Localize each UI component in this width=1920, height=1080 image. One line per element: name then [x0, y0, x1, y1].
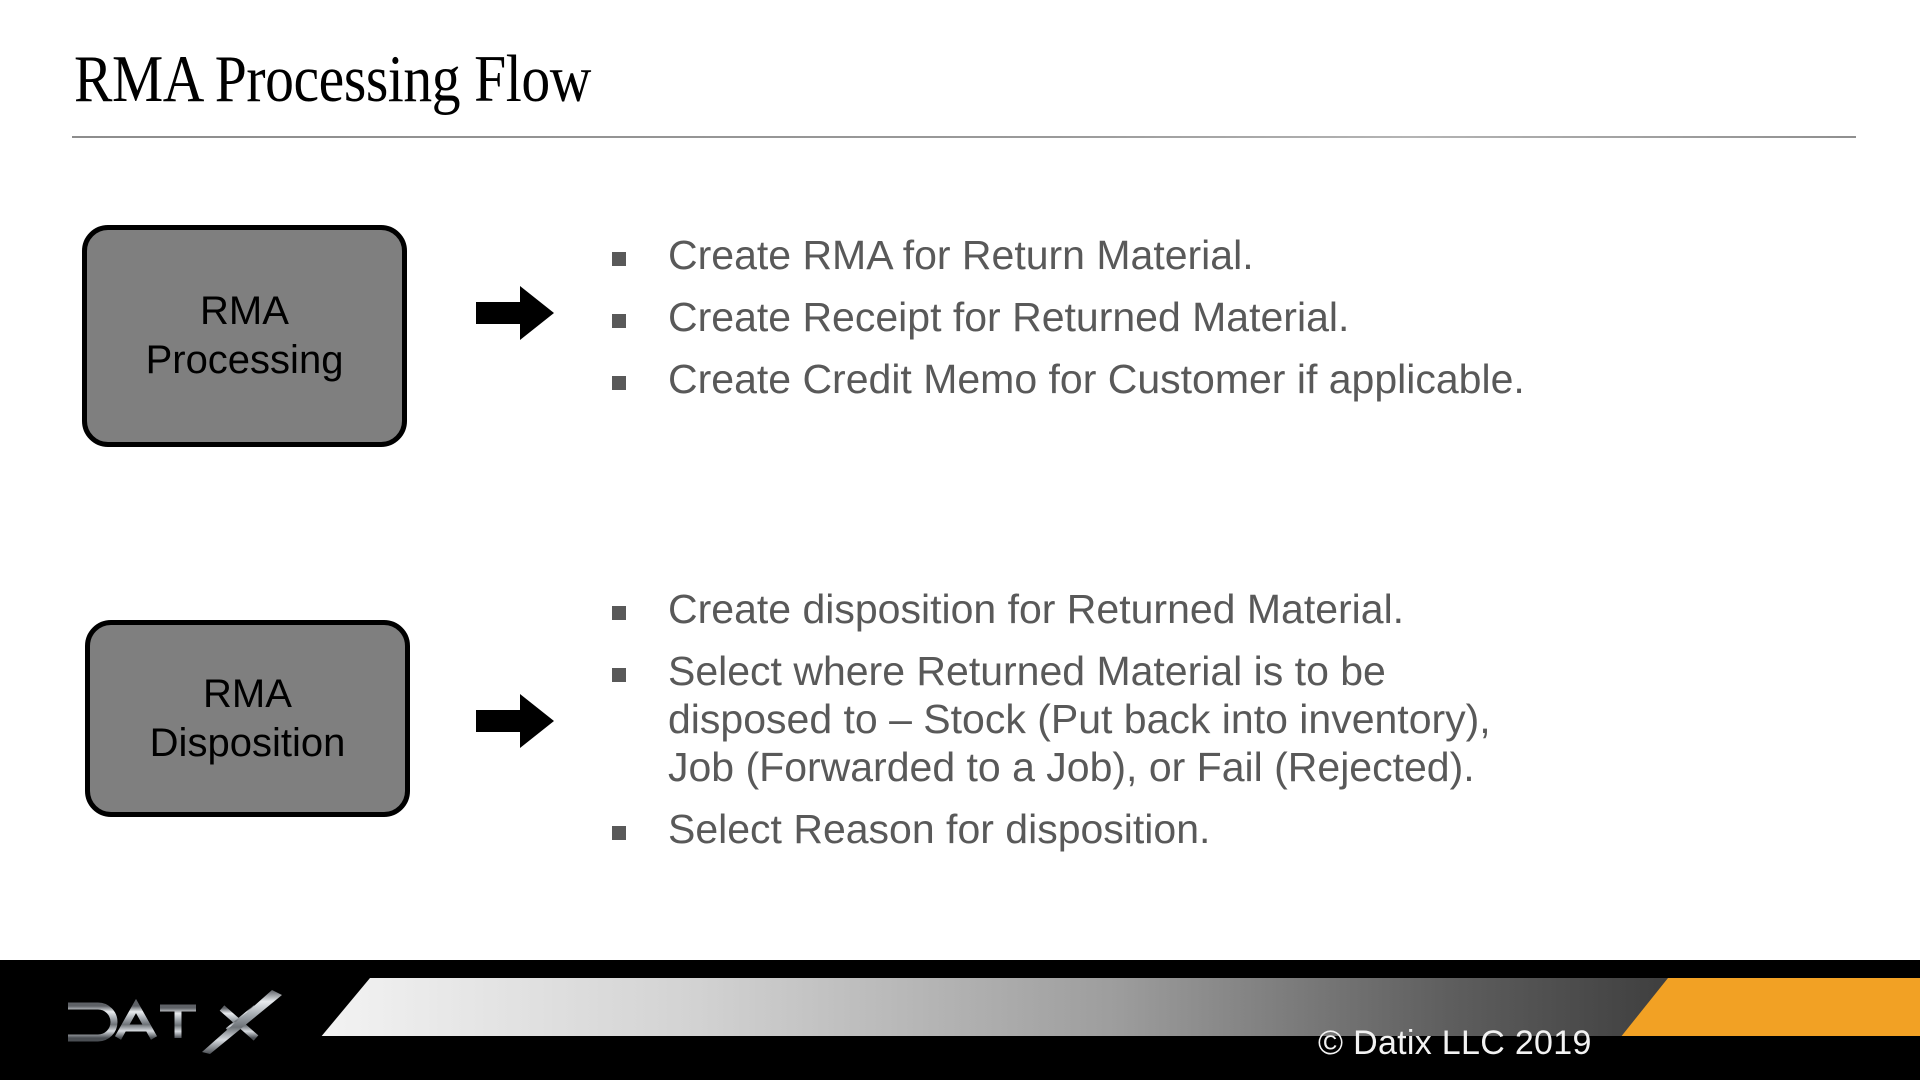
list-item-text: Select Reason for disposition.: [668, 805, 1211, 852]
list-item-text: Create Credit Memo for Customer if appli…: [668, 355, 1525, 402]
right-arrow-icon: [476, 694, 554, 748]
process-box-label-line1: RMA: [200, 289, 289, 334]
square-bullet-icon: [612, 825, 626, 840]
square-bullet-icon: [612, 667, 626, 682]
square-bullet-icon: [612, 606, 626, 620]
datix-logo: [68, 990, 282, 1054]
footer-band: [0, 960, 1920, 1080]
title-underline-rule: [72, 136, 1856, 138]
page-title: RMA Processing Flow: [74, 42, 591, 116]
process-box-label-line1: RMA: [203, 671, 292, 716]
process-box-rma-processing[interactable]: RMA Processing: [82, 225, 407, 447]
bullet-list-rma-disposition: Create disposition for Returned Material…: [612, 586, 1842, 868]
square-bullet-icon: [612, 313, 626, 328]
list-item: Select where Returned Material is to be …: [612, 648, 1842, 792]
list-item: Create Credit Memo for Customer if appli…: [612, 356, 1842, 404]
list-item: Create RMA for Return Material.: [612, 232, 1842, 280]
list-item-text: Create RMA for Return Material.: [668, 232, 1254, 278]
process-box-label-line2: Processing: [145, 338, 344, 382]
list-item: Create disposition for Returned Material…: [612, 586, 1842, 634]
process-box-rma-disposition[interactable]: RMA Disposition: [85, 620, 410, 817]
square-bullet-icon: [612, 375, 626, 390]
square-bullet-icon: [612, 252, 626, 266]
list-item-text: Create Receipt for Returned Material.: [668, 293, 1350, 340]
list-item-text: Select where Returned Material is to be …: [668, 647, 1491, 790]
copyright-text: © Datix LLC 2019: [1318, 1024, 1592, 1062]
list-item: Create Receipt for Returned Material.: [612, 294, 1842, 342]
right-arrow-icon: [476, 286, 554, 340]
bullet-list-rma-processing: Create RMA for Return Material. Create R…: [612, 232, 1842, 418]
list-item: Select Reason for disposition.: [612, 806, 1842, 854]
footer-background-graphic: [0, 960, 1920, 1080]
process-box-label-line2: Disposition: [149, 720, 346, 765]
list-item-text: Create disposition for Returned Material…: [668, 586, 1405, 632]
